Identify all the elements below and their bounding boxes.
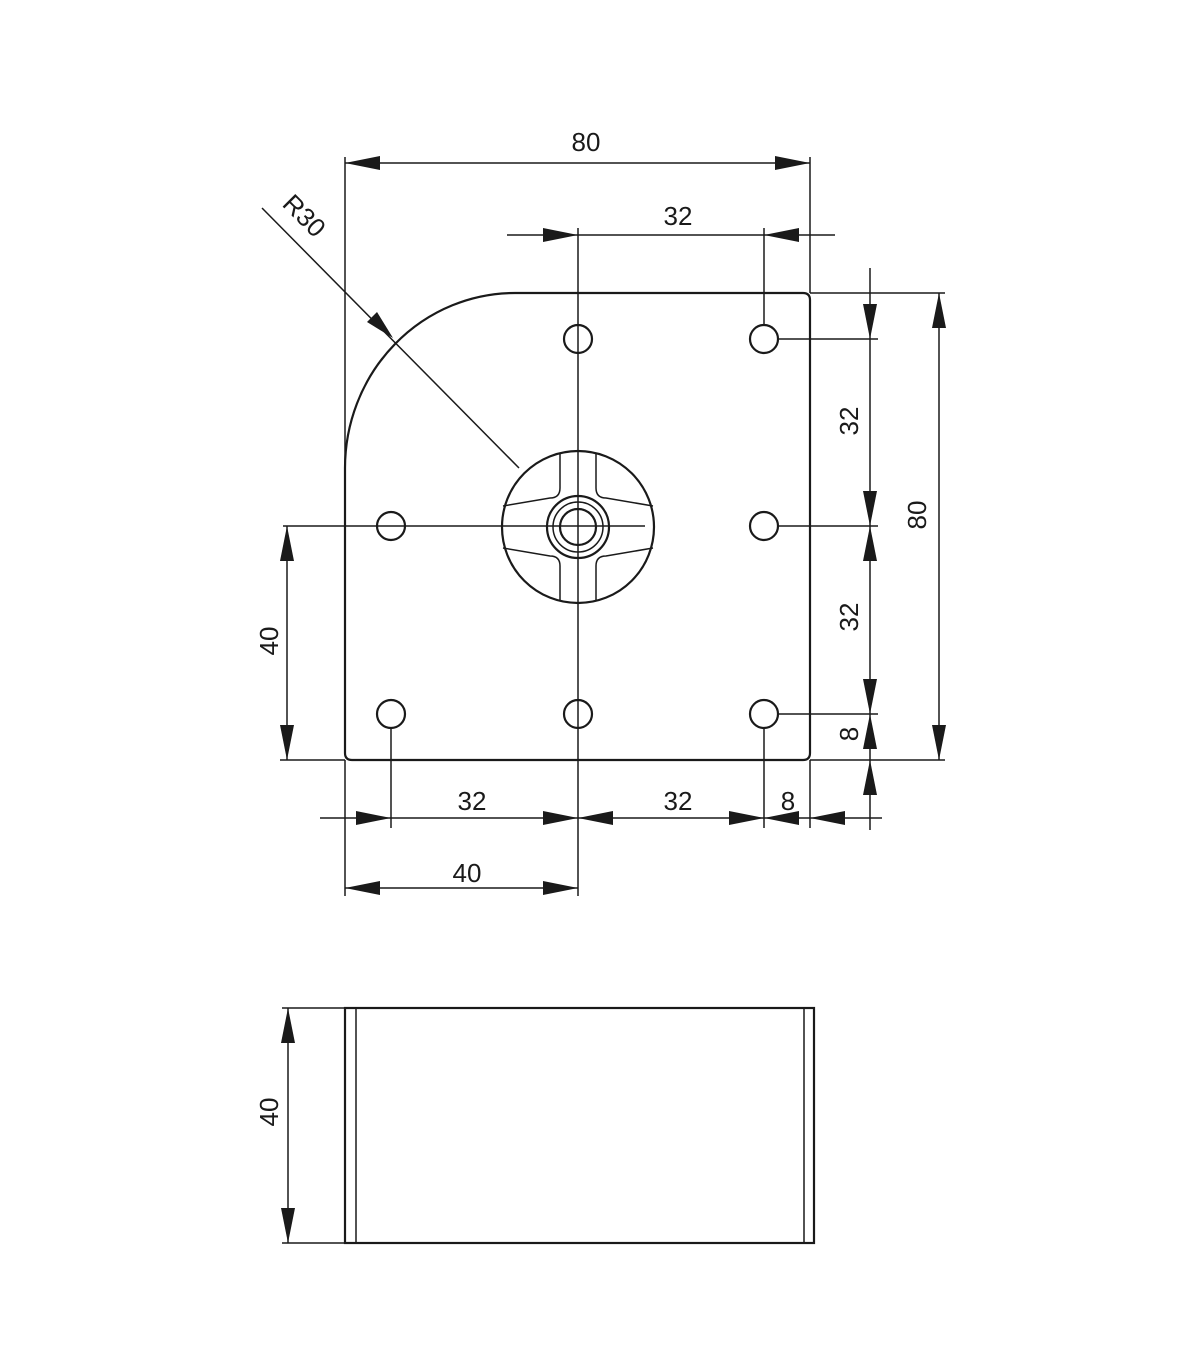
- dim-side-height: 40: [254, 1007, 345, 1244]
- dim-overall-width-label: 80: [572, 127, 601, 157]
- dim-bottom-edge-label: 8: [781, 786, 795, 816]
- dim-hole-spacing-top-label: 32: [664, 201, 693, 231]
- dim-overall-height-label: 80: [902, 501, 932, 530]
- dim-bottom-left-label: 32: [458, 786, 487, 816]
- dim-right-chain: 32 32 8: [778, 268, 878, 830]
- dim-overall-height: 80: [810, 292, 946, 761]
- dim-bottom-chain: 32 32 8: [320, 728, 882, 828]
- dim-center-from-left-label: 40: [453, 858, 482, 888]
- hole-bottom-left: [375, 698, 407, 730]
- dim-hole-spacing-top: 32: [507, 201, 835, 325]
- dim-right-edge-label: 8: [834, 727, 864, 741]
- radius-label: R30: [277, 188, 332, 243]
- dim-right-lower-label: 32: [834, 603, 864, 632]
- top-view: R30 80 32 80: [254, 127, 946, 896]
- radius-leader: R30: [261, 188, 520, 469]
- dim-center-from-bottom-label: 40: [254, 627, 284, 656]
- side-body: [343, 1006, 816, 1245]
- hole-middle-right: [748, 510, 780, 542]
- hole-top-right: [748, 323, 780, 355]
- dim-bottom-right-label: 32: [664, 786, 693, 816]
- hole-bottom-right: [748, 698, 780, 730]
- dim-overall-width: 80: [344, 127, 811, 468]
- dim-side-height-label: 40: [254, 1098, 284, 1127]
- dim-center-from-bottom: 40: [254, 526, 345, 761]
- dim-right-upper-label: 32: [834, 407, 864, 436]
- side-view: 40: [254, 1006, 816, 1245]
- dim-center-from-left: 40: [344, 760, 578, 896]
- plate-outline: [343, 291, 812, 762]
